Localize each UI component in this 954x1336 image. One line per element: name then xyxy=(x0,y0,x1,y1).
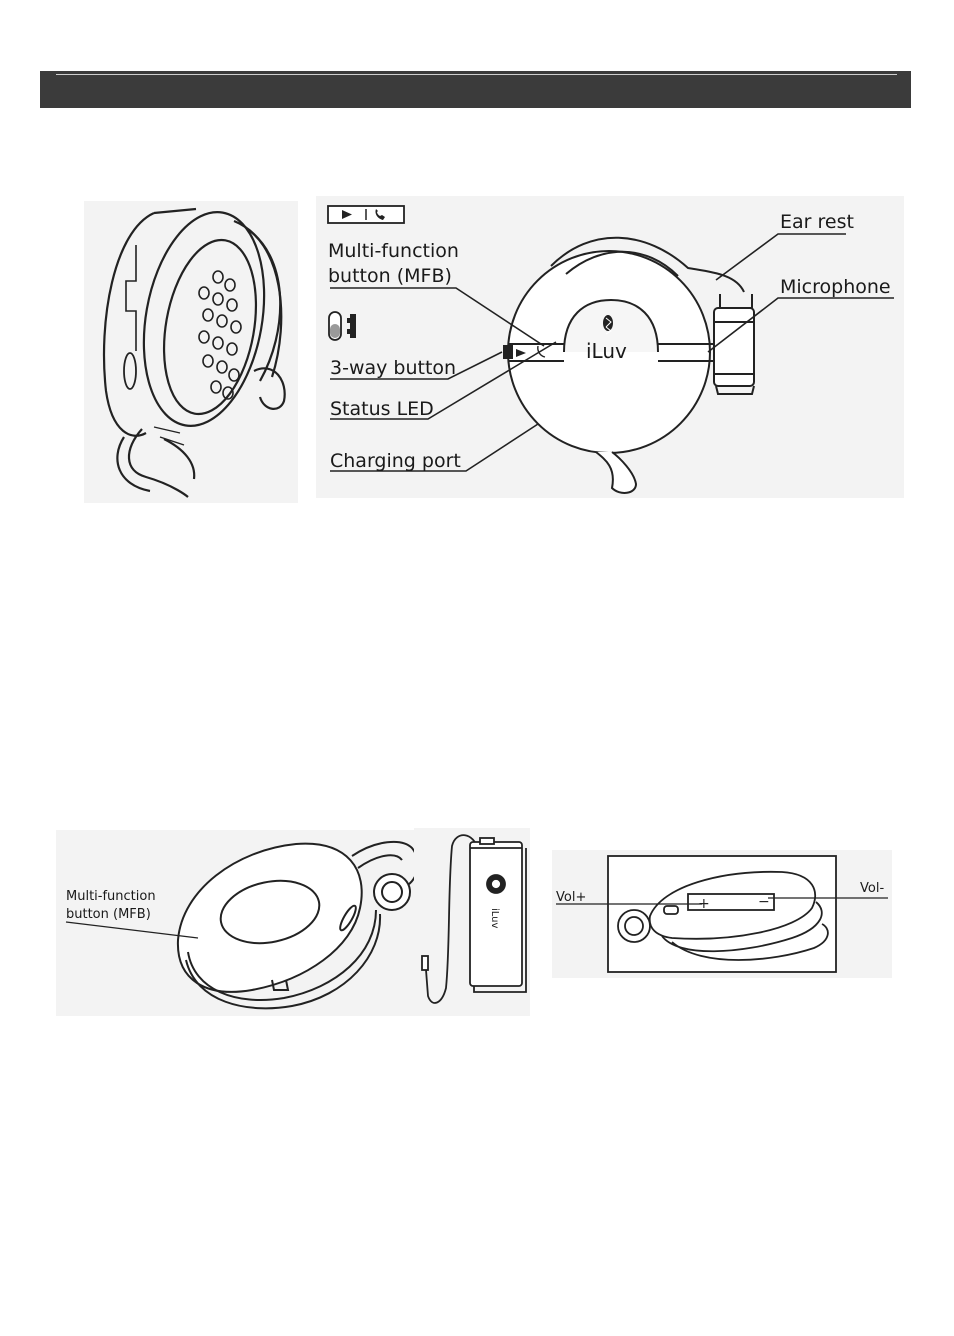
section-header-bar xyxy=(40,71,911,108)
body-brand-label: iLuv xyxy=(586,339,627,363)
mfb-label-line1: Multi-function xyxy=(328,240,459,262)
status-led-label: Status LED xyxy=(330,398,434,420)
headset-perspective-figure xyxy=(84,201,298,503)
ear-rest-label: Ear rest xyxy=(780,211,854,233)
bottom-mfb-label-line2: button (MFB) xyxy=(66,907,151,922)
bottom-mfb-label-line1: Multi-function xyxy=(66,889,156,904)
header-rule xyxy=(56,74,897,75)
volume-buttons-figure: + − Vol+ Vol- xyxy=(552,850,892,978)
charger-figure: iLuv xyxy=(414,828,530,1016)
headset-labeled-figure: iLuv Multi-function button (MFB) 3-way b… xyxy=(316,196,904,498)
headset-mfb-figure: Multi-function button (MFB) xyxy=(56,830,436,1016)
three-way-switch-icon xyxy=(329,312,356,340)
mfb-label-line2: button (MFB) xyxy=(328,265,452,287)
charging-port-label: Charging port xyxy=(330,450,461,472)
three-way-button-label: 3-way button xyxy=(330,357,456,379)
vol-plus-label: Vol+ xyxy=(556,890,586,905)
charger-brand-label: iLuv xyxy=(489,908,500,929)
microphone-label: Microphone xyxy=(780,276,891,298)
svg-text:−: − xyxy=(758,894,770,910)
vol-minus-label: Vol- xyxy=(860,881,884,896)
play-call-icon xyxy=(328,206,404,223)
